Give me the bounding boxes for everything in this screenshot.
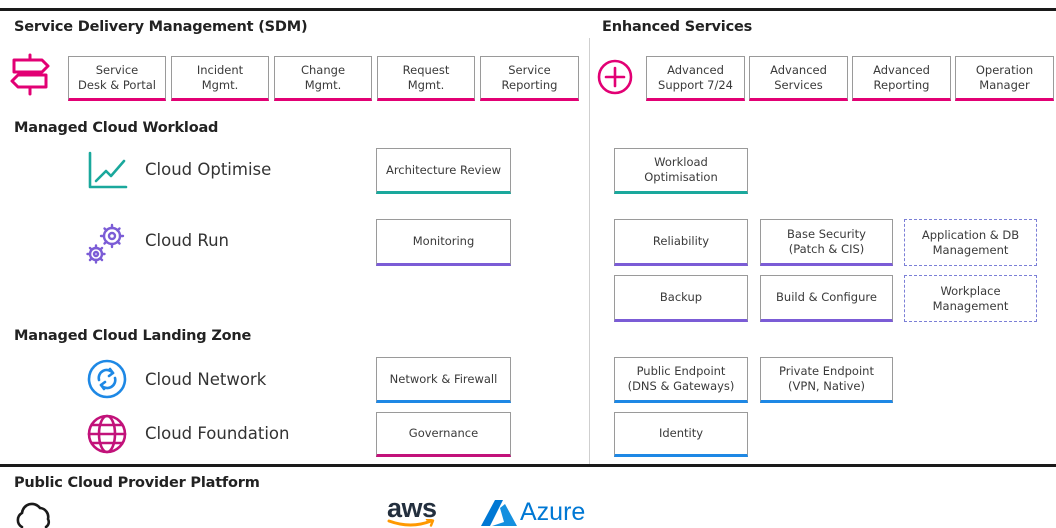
build-configure-box: Build & Configure (760, 275, 893, 322)
bottom-rule (0, 464, 1056, 467)
sdm-box-change: Change Mgmt. (274, 56, 372, 101)
signpost-icon (10, 53, 50, 96)
section-divider (589, 38, 590, 464)
sdm-title: Service Delivery Management (SDM) (14, 19, 308, 35)
enh-box-advanced-reporting: Advanced Reporting (852, 56, 951, 101)
globe-icon (87, 414, 127, 454)
gears-icon (86, 223, 125, 264)
reliability-box: Reliability (614, 219, 748, 266)
sdm-box-incident: Incident Mgmt. (171, 56, 269, 101)
enhanced-title: Enhanced Services (602, 19, 753, 35)
identity-box: Identity (614, 412, 748, 457)
cloud-run-label: Cloud Run (145, 231, 230, 250)
aws-logo-text: aws (387, 493, 437, 523)
public-endpoint-box: Public Endpoint (DNS & Gateways) (614, 357, 748, 403)
base-security-box: Base Security (Patch & CIS) (760, 219, 893, 266)
enh-box-operation-manager: Operation Manager (955, 56, 1054, 101)
enh-box-advanced-services: Advanced Services (749, 56, 848, 101)
private-endpoint-box: Private Endpoint (VPN, Native) (760, 357, 893, 403)
network-cycle-icon (87, 359, 127, 399)
azure-logo-icon (481, 500, 517, 526)
sdm-box-request: Request Mgmt. (377, 56, 475, 101)
plus-circle-icon (597, 59, 633, 95)
landing-title: Managed Cloud Landing Zone (14, 328, 252, 344)
governance-box: Governance (376, 412, 511, 457)
backup-box: Backup (614, 275, 748, 322)
top-rule (0, 8, 1056, 11)
cloud-icon (16, 502, 51, 528)
network-firewall-box: Network & Firewall (376, 357, 511, 403)
cloud-foundation-label: Cloud Foundation (145, 424, 290, 443)
provider-title: Public Cloud Provider Platform (14, 475, 260, 491)
application-db-management-box: Application & DB Management (904, 219, 1037, 266)
cloud-network-label: Cloud Network (145, 370, 267, 389)
architecture-review-box: Architecture Review (376, 148, 511, 194)
aws-smile-icon (387, 519, 435, 527)
enh-box-advanced-support: Advanced Support 7/24 (646, 56, 745, 101)
workplace-management-box: Workplace Management (904, 275, 1037, 322)
sdm-box-service-desk: Service Desk & Portal (68, 56, 166, 101)
chart-trend-icon (88, 151, 128, 189)
cloud-optimise-label: Cloud Optimise (145, 160, 272, 179)
sdm-box-service-reporting: Service Reporting (480, 56, 579, 101)
workload-optimisation-box: Workload Optimisation (614, 148, 748, 194)
monitoring-box: Monitoring (376, 219, 511, 266)
azure-logo-text: Azure (520, 498, 586, 526)
workload-title: Managed Cloud Workload (14, 120, 219, 136)
